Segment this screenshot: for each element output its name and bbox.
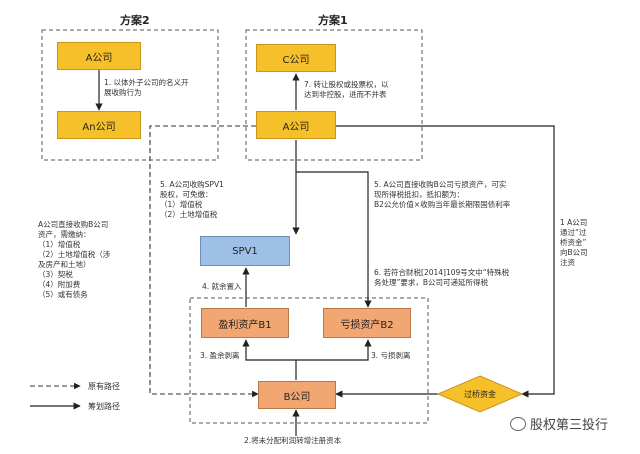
spv1-box: SPV1 xyxy=(200,236,290,266)
bridge-diamond xyxy=(436,375,524,413)
plan2-region xyxy=(41,29,219,161)
an-company: An公司 xyxy=(57,111,141,139)
note-5a: 5. A公司收购SPV1 股权，可免缴： （1）增值税 （2）土地增值税 xyxy=(160,180,224,219)
bridge-path-line xyxy=(336,125,555,398)
original-path-line xyxy=(149,125,259,398)
note-2: 2.将未分配利润转增注册资本 xyxy=(244,436,342,445)
left-tax-block: A公司直接收购B公司 资产，需缴纳： （1）增值税 （2）土地增值税（涉 及房产… xyxy=(38,220,111,299)
right-bridge-block: 1 A公司 通过“过 桥资金” 向B公司 注资 xyxy=(560,218,588,267)
note-3a: 3. 盈余剥离 xyxy=(200,351,240,360)
note-5b: 5. A公司直接收购B公司亏损资产，可实 现所得税抵扣，抵扣额为： B2公允价值… xyxy=(374,180,511,209)
a-company-plan1: A公司 xyxy=(256,111,336,139)
b2-box: 亏损资产B2 xyxy=(323,308,411,338)
legend-planned: 筹划路径 xyxy=(88,402,120,411)
bridge-label: 过桥资金 xyxy=(464,389,496,399)
legend-original: 原有路径 xyxy=(88,382,120,391)
b-to-b2 xyxy=(296,339,372,361)
note-6: 6. 若符合财税[2014]109号文中“特殊税 务处理”要求，B公司可递延所得… xyxy=(374,268,510,287)
b-to-b1 xyxy=(242,339,297,380)
watermark: 股权第三投行 xyxy=(510,414,608,433)
a-to-b2 xyxy=(296,171,372,308)
b-company-region xyxy=(189,297,429,424)
a-company-plan2: A公司 xyxy=(57,42,141,70)
plan2-title: 方案2 xyxy=(120,14,150,27)
c-company: C公司 xyxy=(256,44,336,72)
plan1-region xyxy=(245,29,423,161)
note-1: 1. 以体外子公司的名义开 展收购行为 xyxy=(104,78,189,97)
plan1-title: 方案1 xyxy=(318,14,348,27)
note-4: 4. 就余置入 xyxy=(202,282,242,291)
note-7: 7. 转让股权或投票权，以 达到非控股，进而不并表 xyxy=(304,80,389,99)
wechat-icon xyxy=(510,416,526,431)
watermark-text: 股权第三投行 xyxy=(530,418,609,433)
b-company: B公司 xyxy=(258,381,336,409)
b1-box: 盈利资产B1 xyxy=(201,308,289,338)
note-3b: 3. 亏损剥离 xyxy=(371,351,411,360)
